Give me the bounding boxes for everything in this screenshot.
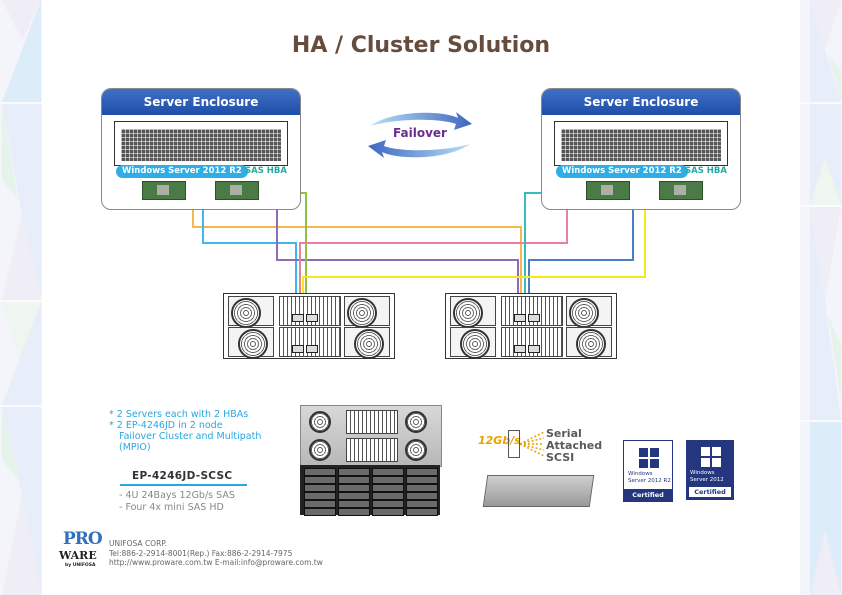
company-web: http://www.proware.com.tw E-mail:info@pr… [109, 558, 323, 567]
os-label: Windows Server 2012 R2 [116, 165, 248, 178]
fan-icon [231, 298, 261, 328]
controller-module [279, 327, 341, 357]
company-contact: Tel:886-2-2914-8001(Rep.) Fax:886-2-2914… [109, 548, 293, 558]
fan-icon [453, 298, 483, 328]
jbod-enclosure-right [445, 293, 617, 359]
drive-bay [406, 468, 438, 476]
feature-item: * 2 EP-4246JD in 2 node [109, 420, 223, 431]
fan-icon [309, 411, 331, 433]
spec-item: - 4U 24Bays 12Gb/s SAS [119, 490, 235, 501]
certified-badge-2012: Windows Server 2012 Certified [686, 440, 734, 500]
page-title: HA / Cluster Solution [291, 33, 551, 58]
company-name: UNIFOSA CORP. [109, 539, 168, 548]
drive-bay [338, 476, 370, 484]
sas-line: Serial [546, 427, 582, 440]
drive-bay [338, 500, 370, 508]
drive-bay [338, 468, 370, 476]
drive-bay [304, 508, 336, 516]
drive-bay [338, 492, 370, 500]
os-label: Windows Server 2012 R2 [556, 165, 688, 178]
drive-bay [372, 484, 404, 492]
certified-badge-2012-r2: Windows Server 2012 R2 Certified [623, 440, 673, 502]
drive-bay [304, 492, 336, 500]
drive-bay [338, 484, 370, 492]
company-info: UNIFOSA CORP. Tel:886-2-2914-8001(Rep.) … [109, 539, 323, 568]
server-enclosure-right: Server Enclosure Windows Server 2012 R2 … [541, 88, 741, 210]
drive-bay [406, 508, 438, 516]
serial-attached-scsi-logo: 12Gb/s Serial Attached SCSI [476, 428, 602, 468]
fan-icon [460, 329, 490, 359]
proware-logo: PRO WARE by UNIFOSA [59, 529, 103, 568]
sas-hba-card [215, 181, 259, 200]
certified-label: Certified [624, 489, 672, 501]
product-photo [300, 405, 442, 516]
sas-line: Attached [546, 439, 603, 452]
drive-bay [372, 492, 404, 500]
fan-icon [354, 329, 384, 359]
feature-item: * 2 Servers each with 2 HBAs [109, 409, 249, 420]
fan-icon [576, 329, 606, 359]
feature-item: Failover Cluster and Multipath [119, 431, 262, 442]
server-chassis-image [554, 121, 728, 166]
drive-bay [406, 492, 438, 500]
drive-bay [406, 476, 438, 484]
fan-icon [347, 298, 377, 328]
controller-module [501, 327, 563, 357]
product-model: EP-4246JD-SCSC [132, 470, 233, 482]
drive-bay [372, 476, 404, 484]
windows-logo-icon [639, 448, 659, 468]
fan-icon [569, 298, 599, 328]
drive-bay [304, 468, 336, 476]
sas-hba-card [659, 181, 703, 200]
controller-module-photo [482, 475, 595, 507]
controller-module [279, 296, 341, 326]
server-chassis-image [114, 121, 288, 166]
decorative-side-panel-left [0, 0, 42, 595]
hba-label: SAS HBA [685, 166, 727, 176]
server-enclosure-title: Server Enclosure [102, 89, 300, 115]
server-enclosure-title: Server Enclosure [542, 89, 740, 115]
fan-icon [405, 439, 427, 461]
jbod-enclosure-left [223, 293, 395, 359]
sas-line: SCSI [546, 451, 575, 464]
spec-item: - Four 4x mini SAS HD [119, 502, 224, 513]
fan-icon [309, 439, 331, 461]
sas-hba-card [142, 181, 186, 200]
drive-bay [304, 500, 336, 508]
drive-bay [304, 484, 336, 492]
sas-speed: 12Gb/s [478, 434, 521, 447]
drive-bay [372, 508, 404, 516]
hba-label: SAS HBA [245, 166, 287, 176]
sas-rays-icon [520, 431, 544, 457]
decorative-side-panel-right [800, 0, 842, 595]
model-underline [120, 484, 247, 486]
fan-icon [238, 329, 268, 359]
feature-item: (MPIO) [119, 442, 151, 453]
fan-icon [405, 411, 427, 433]
certified-label: Certified [689, 487, 731, 497]
drive-bay [338, 508, 370, 516]
windows-logo-icon [701, 447, 721, 467]
failover-label: Failover [393, 126, 447, 140]
controller-module [501, 296, 563, 326]
drive-bay [372, 468, 404, 476]
sas-hba-card [586, 181, 630, 200]
drive-bay [406, 484, 438, 492]
product-specs: - 4U 24Bays 12Gb/s SAS - Four 4x mini SA… [119, 490, 235, 514]
drive-bay [304, 476, 336, 484]
drive-bay [372, 500, 404, 508]
feature-list: * 2 Servers each with 2 HBAs * 2 EP-4246… [109, 409, 261, 453]
failover-arrows-icon [368, 112, 472, 158]
drive-bay [406, 500, 438, 508]
server-enclosure-left: Server Enclosure Windows Server 2012 R2 … [101, 88, 301, 210]
